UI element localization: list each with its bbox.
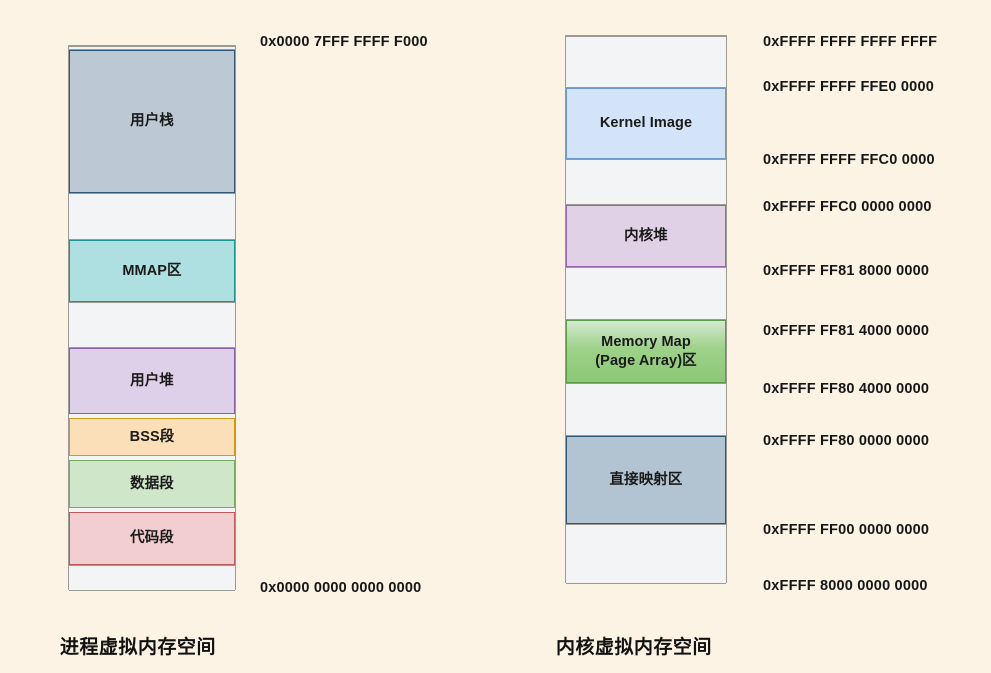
process-text-segment-label: 代码段 <box>130 530 174 547</box>
addr-direct-top: 0xFFFF FF80 0000 0000 <box>763 433 930 449</box>
kernel-memory-column: Kernel Image 内核堆 Memory Map (Page Array)区直… <box>565 35 727 584</box>
kernel-memory-map-page-array-label: Memory Map (Page Array)区 <box>595 334 697 369</box>
addr-kernel-heap-top: 0xFFFF FFC0 0000 0000 <box>763 199 932 215</box>
addr-process-top: 0x0000 7FFF FFFF F000 <box>260 34 428 50</box>
kernel-memory-map-page-array: Memory Map (Page Array)区 <box>566 320 726 383</box>
addr-kernel-top: 0xFFFF FFFF FFFF FFFF <box>763 34 938 50</box>
addr-memmap-bottom: 0xFFFF FF80 4000 0000 <box>763 381 930 397</box>
kernel-gap-image-heap <box>566 159 726 205</box>
addr-kernel-bottom: 0xFFFF 8000 0000 0000 <box>763 578 928 594</box>
kernel-gap-bottom <box>566 524 726 584</box>
process-bss-segment: BSS段 <box>69 418 235 456</box>
process-gap-bottom <box>69 565 235 591</box>
process-user-stack: 用户栈 <box>69 50 235 193</box>
kernel-kernel-heap: 内核堆 <box>566 205 726 267</box>
caption-process-space: 进程虚拟内存空间 <box>60 637 217 658</box>
process-gap-stack-mmap <box>69 193 235 240</box>
kernel-kernel-image: Kernel Image <box>566 88 726 159</box>
kernel-gap-heap-memmap <box>566 267 726 320</box>
addr-process-bottom: 0x0000 0000 0000 0000 <box>260 580 422 596</box>
caption-kernel-space: 内核虚拟内存空间 <box>556 637 713 658</box>
process-user-heap-label: 用户堆 <box>130 372 174 389</box>
kernel-direct-mapping-region: 直接映射区 <box>566 436 726 524</box>
addr-kernel-image-bottom: 0xFFFF FFFF FFC0 0000 <box>763 152 935 168</box>
addr-kernel-image-top: 0xFFFF FFFF FFE0 0000 <box>763 79 934 95</box>
kernel-direct-mapping-region-label: 直接映射区 <box>609 471 683 488</box>
process-mmap-region: MMAP区 <box>69 240 235 302</box>
addr-memmap-top: 0xFFFF FF81 4000 0000 <box>763 323 930 339</box>
addr-direct-bottom: 0xFFFF FF00 0000 0000 <box>763 522 930 538</box>
process-text-segment: 代码段 <box>69 512 235 565</box>
process-memory-column: 用户栈 MMAP区用户堆 BSS段数据段代码段 <box>68 45 236 591</box>
kernel-kernel-image-label: Kernel Image <box>599 115 693 132</box>
kernel-gap-top <box>566 36 726 88</box>
process-gap-mmap-heap <box>69 302 235 348</box>
kernel-kernel-heap-label: 内核堆 <box>624 227 668 244</box>
addr-kernel-heap-bottom: 0xFFFF FF81 8000 0000 <box>763 263 930 279</box>
process-user-heap: 用户堆 <box>69 348 235 414</box>
process-user-stack-label: 用户栈 <box>130 113 174 130</box>
process-gap-top <box>69 46 235 50</box>
process-mmap-region-label: MMAP区 <box>122 262 182 279</box>
process-data-segment-label: 数据段 <box>130 475 174 492</box>
process-bss-segment-label: BSS段 <box>129 428 175 445</box>
process-data-segment: 数据段 <box>69 460 235 508</box>
kernel-gap-memmap-direct <box>566 383 726 436</box>
